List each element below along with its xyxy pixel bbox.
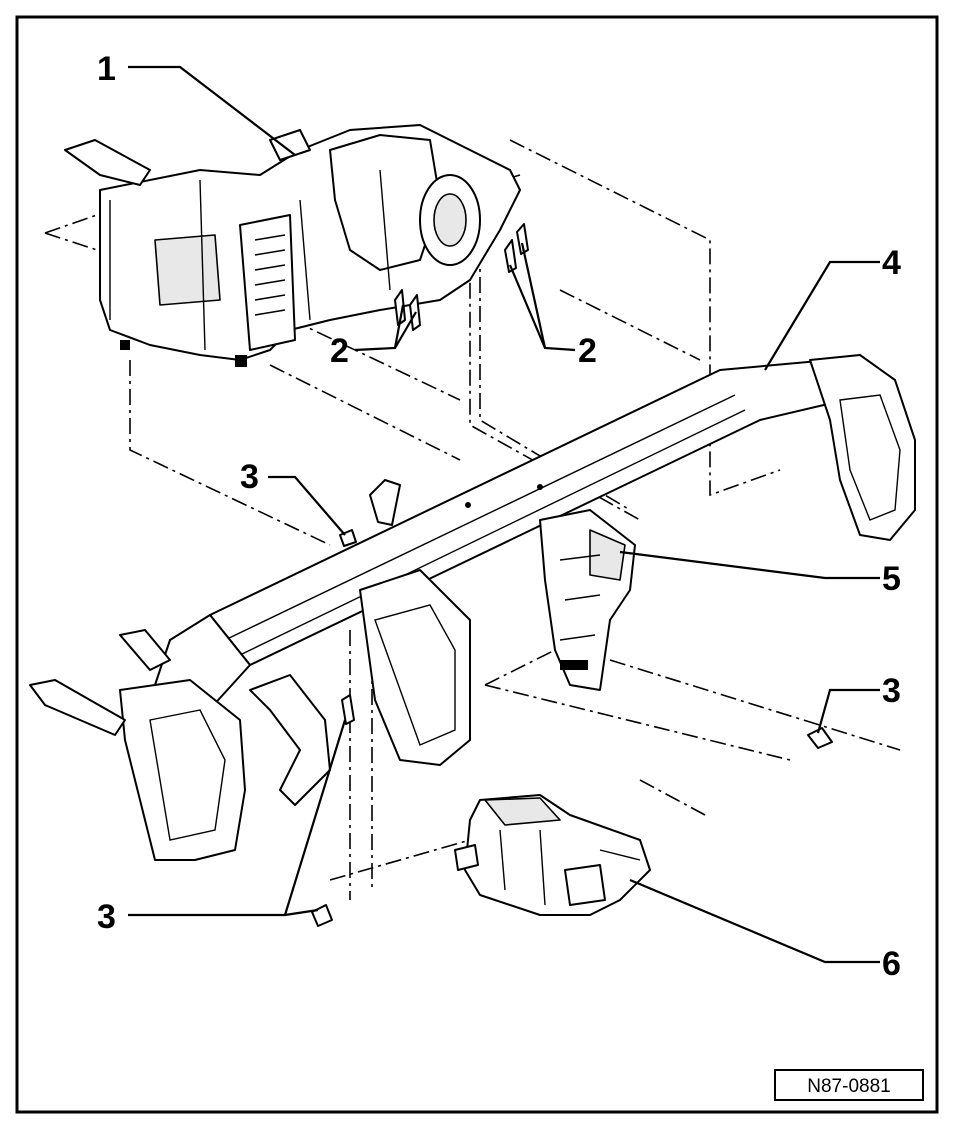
center-support-drawing bbox=[539, 509, 636, 691]
reference-code-box: N87-0881 bbox=[774, 1069, 924, 1101]
figure-border bbox=[15, 15, 939, 1114]
callout-2-left: 2 bbox=[330, 332, 349, 370]
callout-3-upper: 3 bbox=[240, 458, 259, 496]
cross-member-drawing bbox=[29, 354, 916, 861]
leader-lines bbox=[128, 65, 880, 964]
callout-5: 5 bbox=[882, 560, 901, 598]
callout-3-lower: 3 bbox=[97, 898, 116, 936]
callout-2-right: 2 bbox=[578, 332, 597, 370]
callout-1: 1 bbox=[97, 50, 116, 88]
control-module-drawing bbox=[454, 794, 651, 916]
fastener-symbols bbox=[311, 223, 833, 927]
reference-code: N87-0881 bbox=[807, 1076, 890, 1097]
callout-6: 6 bbox=[882, 945, 901, 983]
callout-3-right: 3 bbox=[882, 672, 901, 710]
callout-4: 4 bbox=[882, 244, 901, 282]
heater-unit-drawing bbox=[64, 124, 521, 367]
